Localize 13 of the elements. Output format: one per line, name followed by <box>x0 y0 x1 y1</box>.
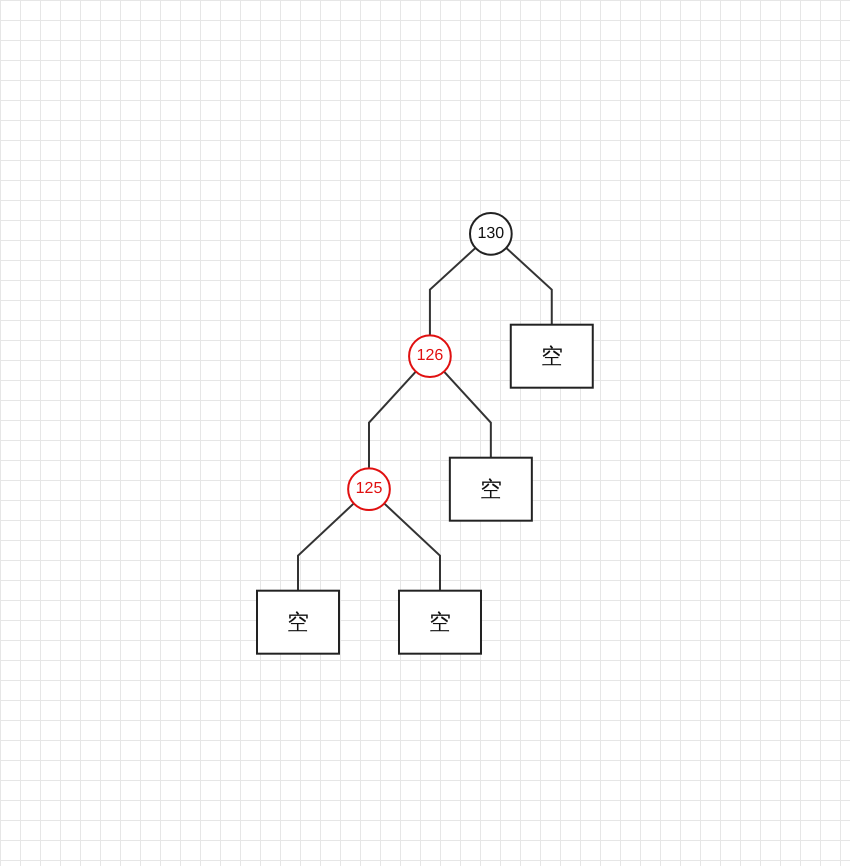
connector <box>384 502 442 590</box>
connector <box>297 502 355 590</box>
node-box: 空 <box>510 323 594 388</box>
connector <box>443 370 492 458</box>
node-box: 空 <box>448 456 533 522</box>
connector <box>368 370 417 468</box>
connector <box>506 246 553 324</box>
node-circle: 130 <box>469 212 513 256</box>
node-circle: 125 <box>347 467 391 511</box>
node-box: 空 <box>398 589 482 654</box>
node-box: 空 <box>256 589 340 654</box>
node-circle: 126 <box>408 334 452 378</box>
connector <box>429 246 476 335</box>
